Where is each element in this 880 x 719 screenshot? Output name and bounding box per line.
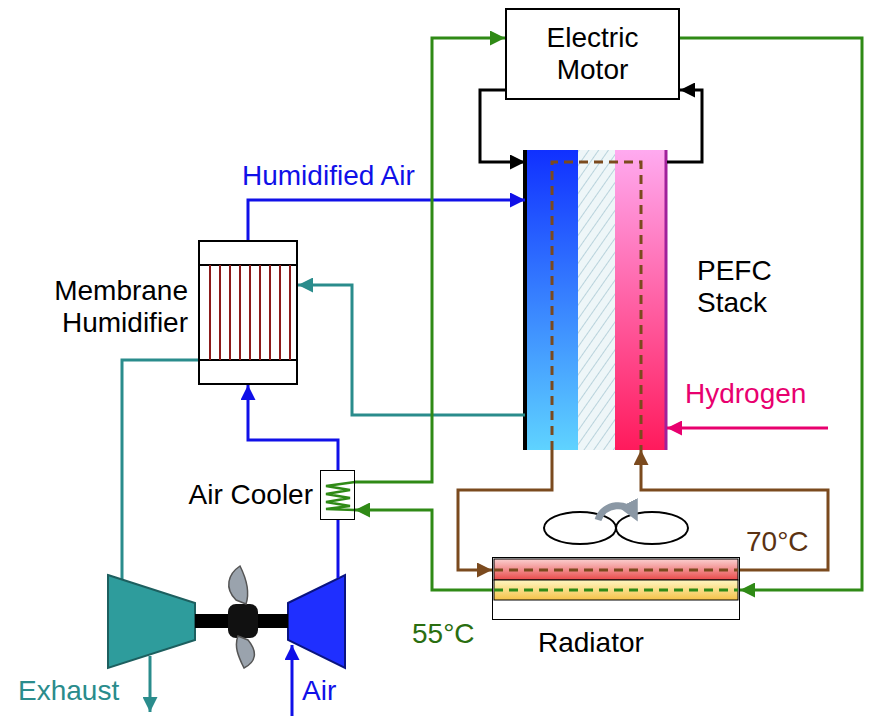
fuel-cell-stack: PEFC Stack bbox=[525, 150, 667, 450]
membrane bbox=[578, 150, 615, 450]
anode-plate bbox=[665, 150, 668, 450]
stream-label: Air bbox=[302, 675, 336, 707]
flow-connector bbox=[458, 450, 552, 570]
humidifier-header bbox=[198, 264, 298, 266]
flow-connector bbox=[298, 285, 525, 415]
membrane-tube bbox=[269, 265, 271, 360]
coolant-passage bbox=[552, 162, 641, 450]
membrane-tubes bbox=[210, 265, 290, 360]
node-text: PEFC Stack bbox=[697, 255, 807, 319]
air-compressor bbox=[288, 575, 345, 668]
flow-connector bbox=[248, 200, 525, 240]
fan-rotation bbox=[598, 506, 634, 520]
radiator-cool-band bbox=[494, 580, 738, 600]
membrane-tube bbox=[279, 265, 281, 360]
membrane-tube bbox=[219, 265, 221, 360]
flow-connector bbox=[355, 38, 505, 482]
exhaust-duct bbox=[122, 360, 198, 580]
flow-connector bbox=[680, 38, 862, 590]
membrane-tube bbox=[259, 265, 261, 360]
shaft-blade bbox=[229, 566, 248, 604]
radiator-hot-band bbox=[494, 559, 738, 580]
cooler-coil bbox=[326, 482, 355, 510]
air-cooler-box: Air Cooler bbox=[320, 470, 355, 520]
fan-blade bbox=[616, 512, 688, 544]
gas-label: Hydrogen bbox=[685, 378, 806, 410]
radiator-aux-loop bbox=[494, 589, 738, 592]
flow-connector bbox=[641, 450, 828, 570]
humidifier-box: Membrane Humidifier bbox=[198, 240, 298, 385]
expander-turbine bbox=[108, 575, 195, 668]
flow-connector bbox=[248, 385, 338, 470]
membrane-tube bbox=[239, 265, 241, 360]
compressed-air-duct bbox=[337, 520, 340, 578]
exhaust-outlet bbox=[149, 656, 152, 712]
air-inlet bbox=[291, 645, 294, 716]
fan-blade bbox=[544, 512, 616, 544]
temperature-label: 70°C bbox=[746, 526, 809, 558]
shaft-blade bbox=[236, 636, 254, 668]
node-text: Membrane Humidifier bbox=[13, 275, 188, 339]
hydrogen-feed bbox=[667, 427, 828, 430]
node-text: Air Cooler bbox=[189, 479, 313, 511]
shaft-motor bbox=[228, 604, 258, 638]
edge-label: Humidified Air bbox=[240, 160, 417, 192]
membrane-tube bbox=[209, 265, 211, 360]
membrane-tube bbox=[249, 265, 251, 360]
node-text: Electric Motor bbox=[523, 22, 663, 86]
stream-label: Exhaust bbox=[18, 675, 119, 707]
radiator-stack-loop bbox=[494, 569, 738, 572]
motor-box: Electric Motor bbox=[505, 8, 680, 100]
cathode-plate bbox=[523, 150, 527, 450]
membrane-tube bbox=[289, 265, 291, 360]
flow-connector bbox=[667, 90, 702, 162]
flow-connector bbox=[355, 510, 492, 590]
flow-connector bbox=[480, 90, 525, 162]
temperature-label: 55°C bbox=[412, 618, 475, 650]
radiator-box: Radiator bbox=[492, 557, 740, 620]
humidifier-header bbox=[198, 359, 298, 361]
node-text: Radiator bbox=[538, 627, 644, 659]
membrane-tube bbox=[229, 265, 231, 360]
